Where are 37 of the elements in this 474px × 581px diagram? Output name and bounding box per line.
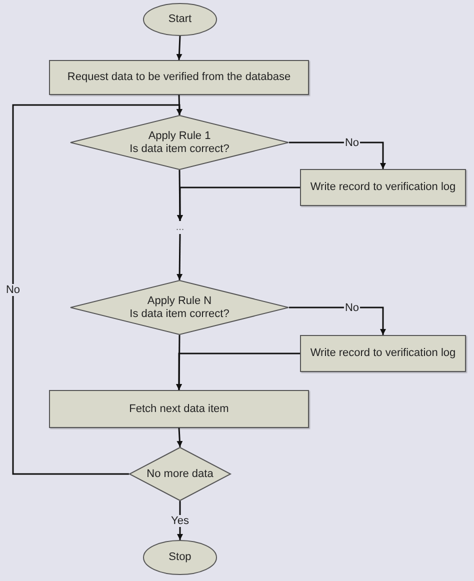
node-text: Apply Rule 1	[148, 130, 211, 142]
node-text: Fetch next data item	[129, 402, 229, 416]
node-text: Write record to verification log	[310, 347, 456, 360]
edge-label: No	[344, 302, 360, 314]
decision-diamond	[70, 115, 289, 170]
process-box	[300, 169, 466, 206]
arrow	[12, 104, 182, 475]
node-text: Start	[168, 13, 192, 26]
node-text: Is data item correct?	[130, 308, 230, 320]
node-text: Stop	[168, 551, 192, 564]
node-text: Write record to verification log	[310, 181, 456, 194]
arrow	[176, 335, 182, 390]
stop-terminal	[143, 540, 217, 575]
edge-label: No	[4, 284, 22, 296]
ellipsis-text: ...	[176, 221, 184, 234]
process-box	[300, 335, 466, 372]
arrow	[176, 428, 183, 448]
decision-diamond	[70, 280, 289, 335]
arrow	[176, 234, 183, 280]
node-text: No more data	[146, 468, 214, 480]
node-text: Apply Rule N	[147, 294, 212, 308]
arrow	[177, 186, 300, 221]
process-box	[49, 60, 309, 95]
arrow	[289, 306, 386, 335]
arrow	[177, 501, 183, 540]
arrow	[176, 170, 183, 221]
arrow	[176, 36, 182, 60]
decision-diamond	[129, 447, 231, 501]
start-terminal	[143, 3, 217, 36]
arrow	[289, 142, 386, 169]
node-text: Is data item correct?	[130, 142, 230, 156]
edge-label: No	[344, 136, 360, 148]
edge-label: Yes	[170, 514, 190, 526]
process-box	[49, 390, 309, 428]
node-text: Request data to be verified from the database	[67, 71, 291, 84]
arrow	[176, 352, 300, 390]
arrow	[176, 94, 182, 116]
